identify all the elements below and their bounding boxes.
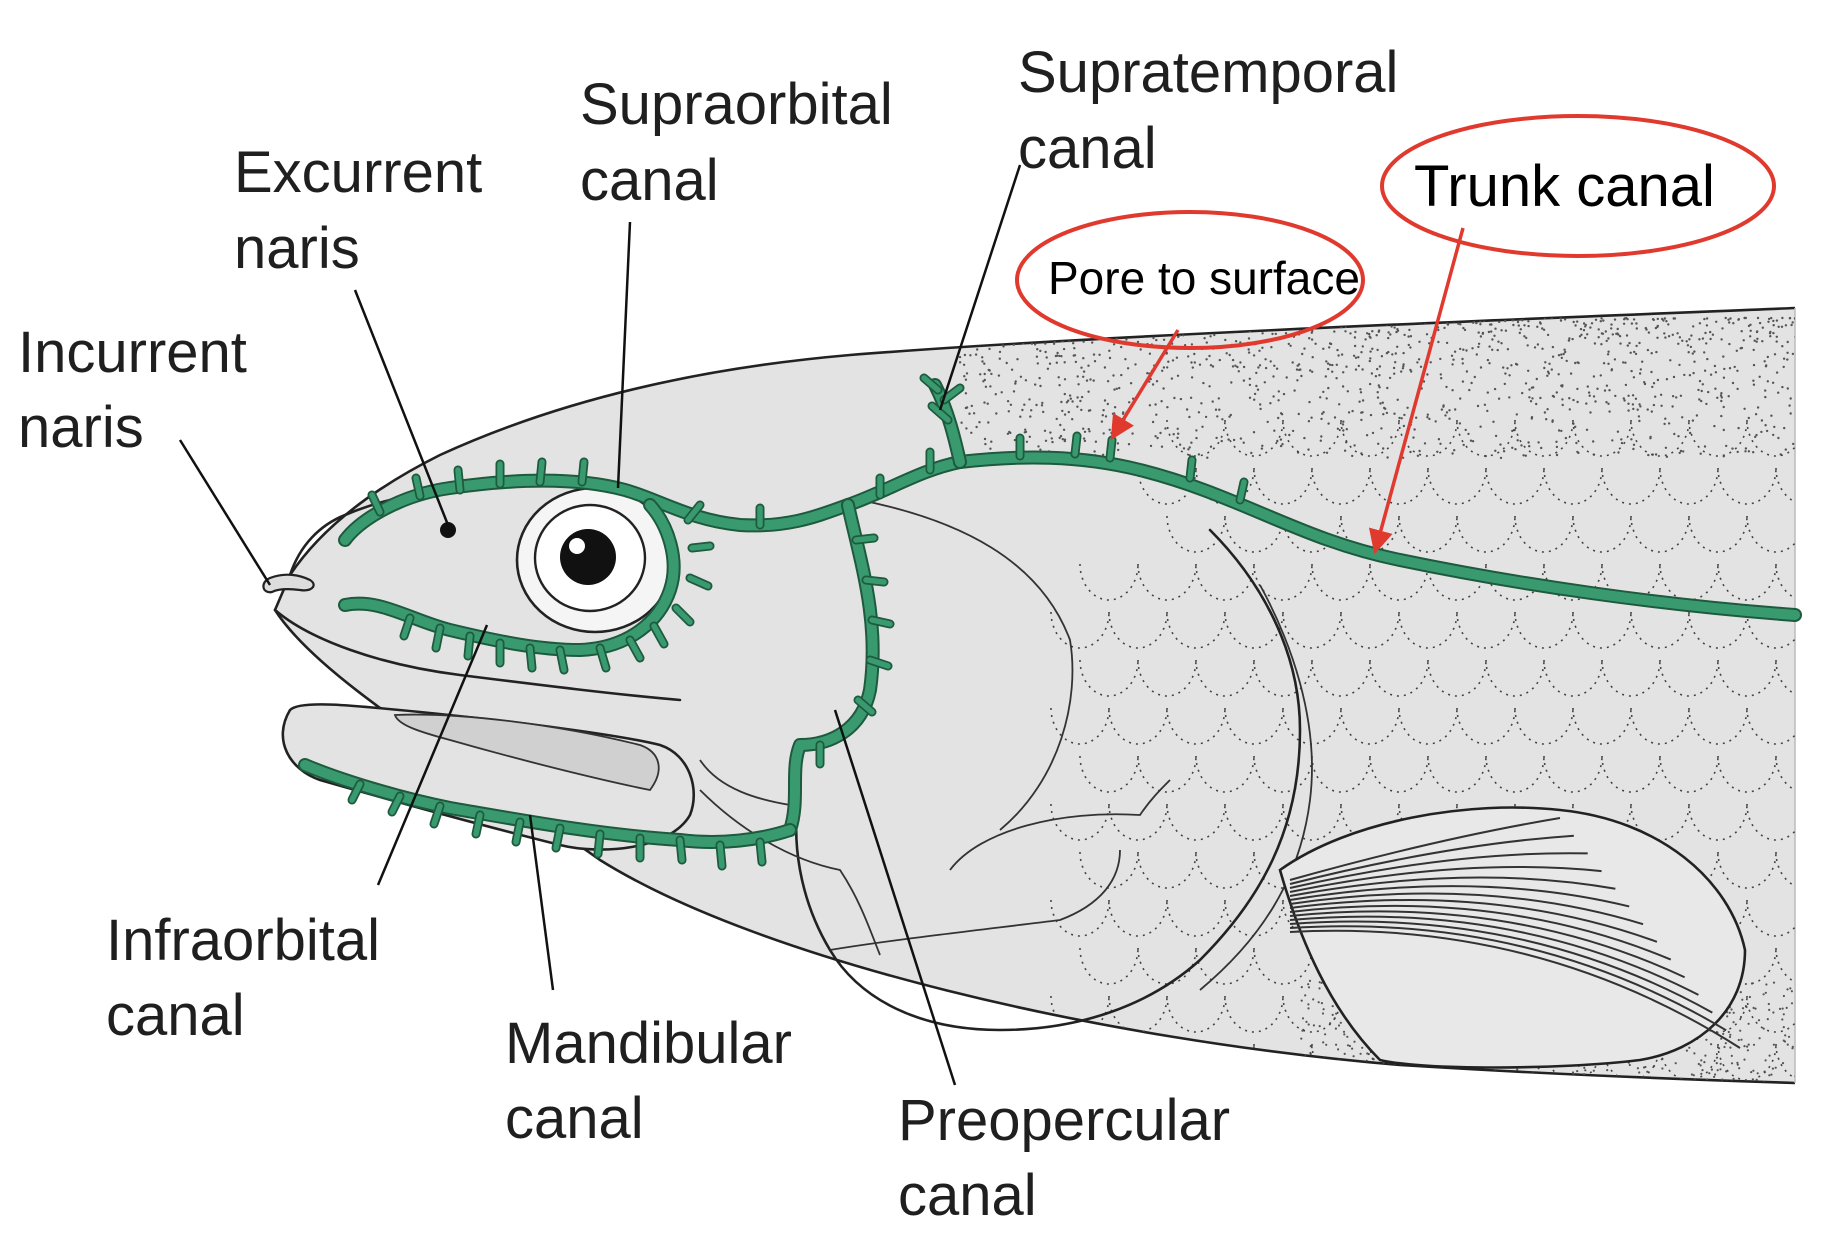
leader-lines <box>178 164 1022 1086</box>
canal-pore-tubule <box>1187 457 1195 481</box>
subopercle <box>829 849 1121 951</box>
canal-pore-tubule <box>557 647 567 673</box>
excurrent-naris-dot <box>440 522 456 538</box>
canal-pore-tubule <box>853 535 877 543</box>
preopercle-edge <box>859 499 1074 831</box>
maxilla <box>273 608 682 702</box>
leader-excurrent-naris <box>353 289 450 526</box>
canal-pore-tubule <box>677 837 685 863</box>
canal-pore-tubule <box>389 793 403 815</box>
canal-pore-tubule <box>687 575 711 589</box>
canal-pore-tubule <box>921 375 941 393</box>
canal-pore-tubule <box>433 625 443 651</box>
canal-pore-tubule <box>455 467 463 493</box>
canal-pore-tubule <box>869 617 893 627</box>
arrow-pore-to-surface <box>1110 329 1180 441</box>
label-excurrent-naris: Excurrent naris <box>234 140 498 281</box>
canal-pore-tubule <box>855 697 875 715</box>
highlight-oval-trunk <box>1380 114 1776 258</box>
canal-pore-tubule <box>465 633 473 659</box>
labels: Incurrent naris Excurrent naris Supraorb… <box>18 40 1415 1228</box>
head-trunk-link <box>843 457 965 510</box>
label-trunk-canal: Trunk canal <box>1414 154 1715 219</box>
arrow-trunk-canal <box>1368 227 1465 555</box>
canal-pore-tubule <box>627 637 643 661</box>
leader-preopercular <box>833 709 957 1086</box>
operculum-inner <box>1199 584 1313 991</box>
canal-pore-tubule <box>863 577 887 585</box>
fish-body <box>262 306 1796 1085</box>
leader-mandibular <box>528 814 555 991</box>
canal-pore-tubule <box>553 825 563 851</box>
operculum-edge <box>795 528 1302 1032</box>
canal-pore-tubule <box>867 657 891 669</box>
label-pore-to-surface: Pore to surface <box>1048 252 1360 304</box>
canal-pore-tubule <box>685 502 703 523</box>
incurrent-naris-tube <box>262 573 315 594</box>
canal-pore-tubule <box>689 543 713 551</box>
label-incurrent-naris: Incurrent naris <box>18 320 263 460</box>
canal-pore-tubule <box>473 812 483 837</box>
canal-pore-tubule <box>717 842 725 869</box>
trunk-canal <box>955 452 1800 620</box>
canal-pore-tubule <box>527 645 535 671</box>
canal-pore-tubule <box>929 403 951 423</box>
canal-pore-tubule <box>757 839 765 865</box>
canal-pore-tubule <box>431 803 443 827</box>
canal-pore-tubule <box>941 385 963 403</box>
supraorbital-canal <box>340 475 853 545</box>
interopercle <box>949 779 1171 871</box>
leader-supratemporal <box>938 164 1022 411</box>
leader-infraorbital <box>376 624 489 886</box>
canal-pore-tubule <box>413 475 423 499</box>
canal-pore-tubule <box>597 645 609 671</box>
infraorbital-canal <box>340 500 679 655</box>
canal-pore-tubule <box>537 459 545 485</box>
canal-pore-tubule <box>673 605 693 625</box>
cheek-line <box>699 789 881 956</box>
mandibular-canal <box>300 760 795 847</box>
canal-pore-tubule <box>1072 433 1080 457</box>
label-infraorbital-canal: Infraorbital canal <box>106 908 396 1048</box>
inner-mouth <box>393 713 660 791</box>
eye <box>515 486 675 634</box>
label-preopercular-canal: Preopercular canal <box>898 1088 1246 1228</box>
highlight-annotations: Pore to surface Trunk canal <box>1015 114 1776 555</box>
jaw-joint-line <box>699 759 791 806</box>
canal-pore-tubule <box>349 781 363 803</box>
leader-incurrent-naris <box>178 439 272 586</box>
label-mandibular-canal: Mandibular canal <box>505 1011 808 1151</box>
highlight-oval-pore <box>1015 210 1365 350</box>
canal-pore-tubule <box>579 459 587 485</box>
label-supraorbital-canal: Supraorbital canal <box>580 72 909 213</box>
lateral-line-canals <box>298 373 1802 871</box>
pectoral-fin <box>1278 806 1747 1069</box>
canal-pore-tubule <box>369 492 383 515</box>
canal-pore-tubule <box>1237 479 1247 503</box>
canal-pore-tubule <box>595 831 603 857</box>
canal-pore-tubule <box>513 819 523 845</box>
canal-pore-tubule <box>651 623 667 647</box>
label-supratemporal-canal: Supratemporal canal <box>1018 40 1415 181</box>
canal-pore-tubule <box>401 615 413 639</box>
canal-pore-tubule <box>1107 437 1115 461</box>
leader-supraorbital <box>616 221 632 489</box>
